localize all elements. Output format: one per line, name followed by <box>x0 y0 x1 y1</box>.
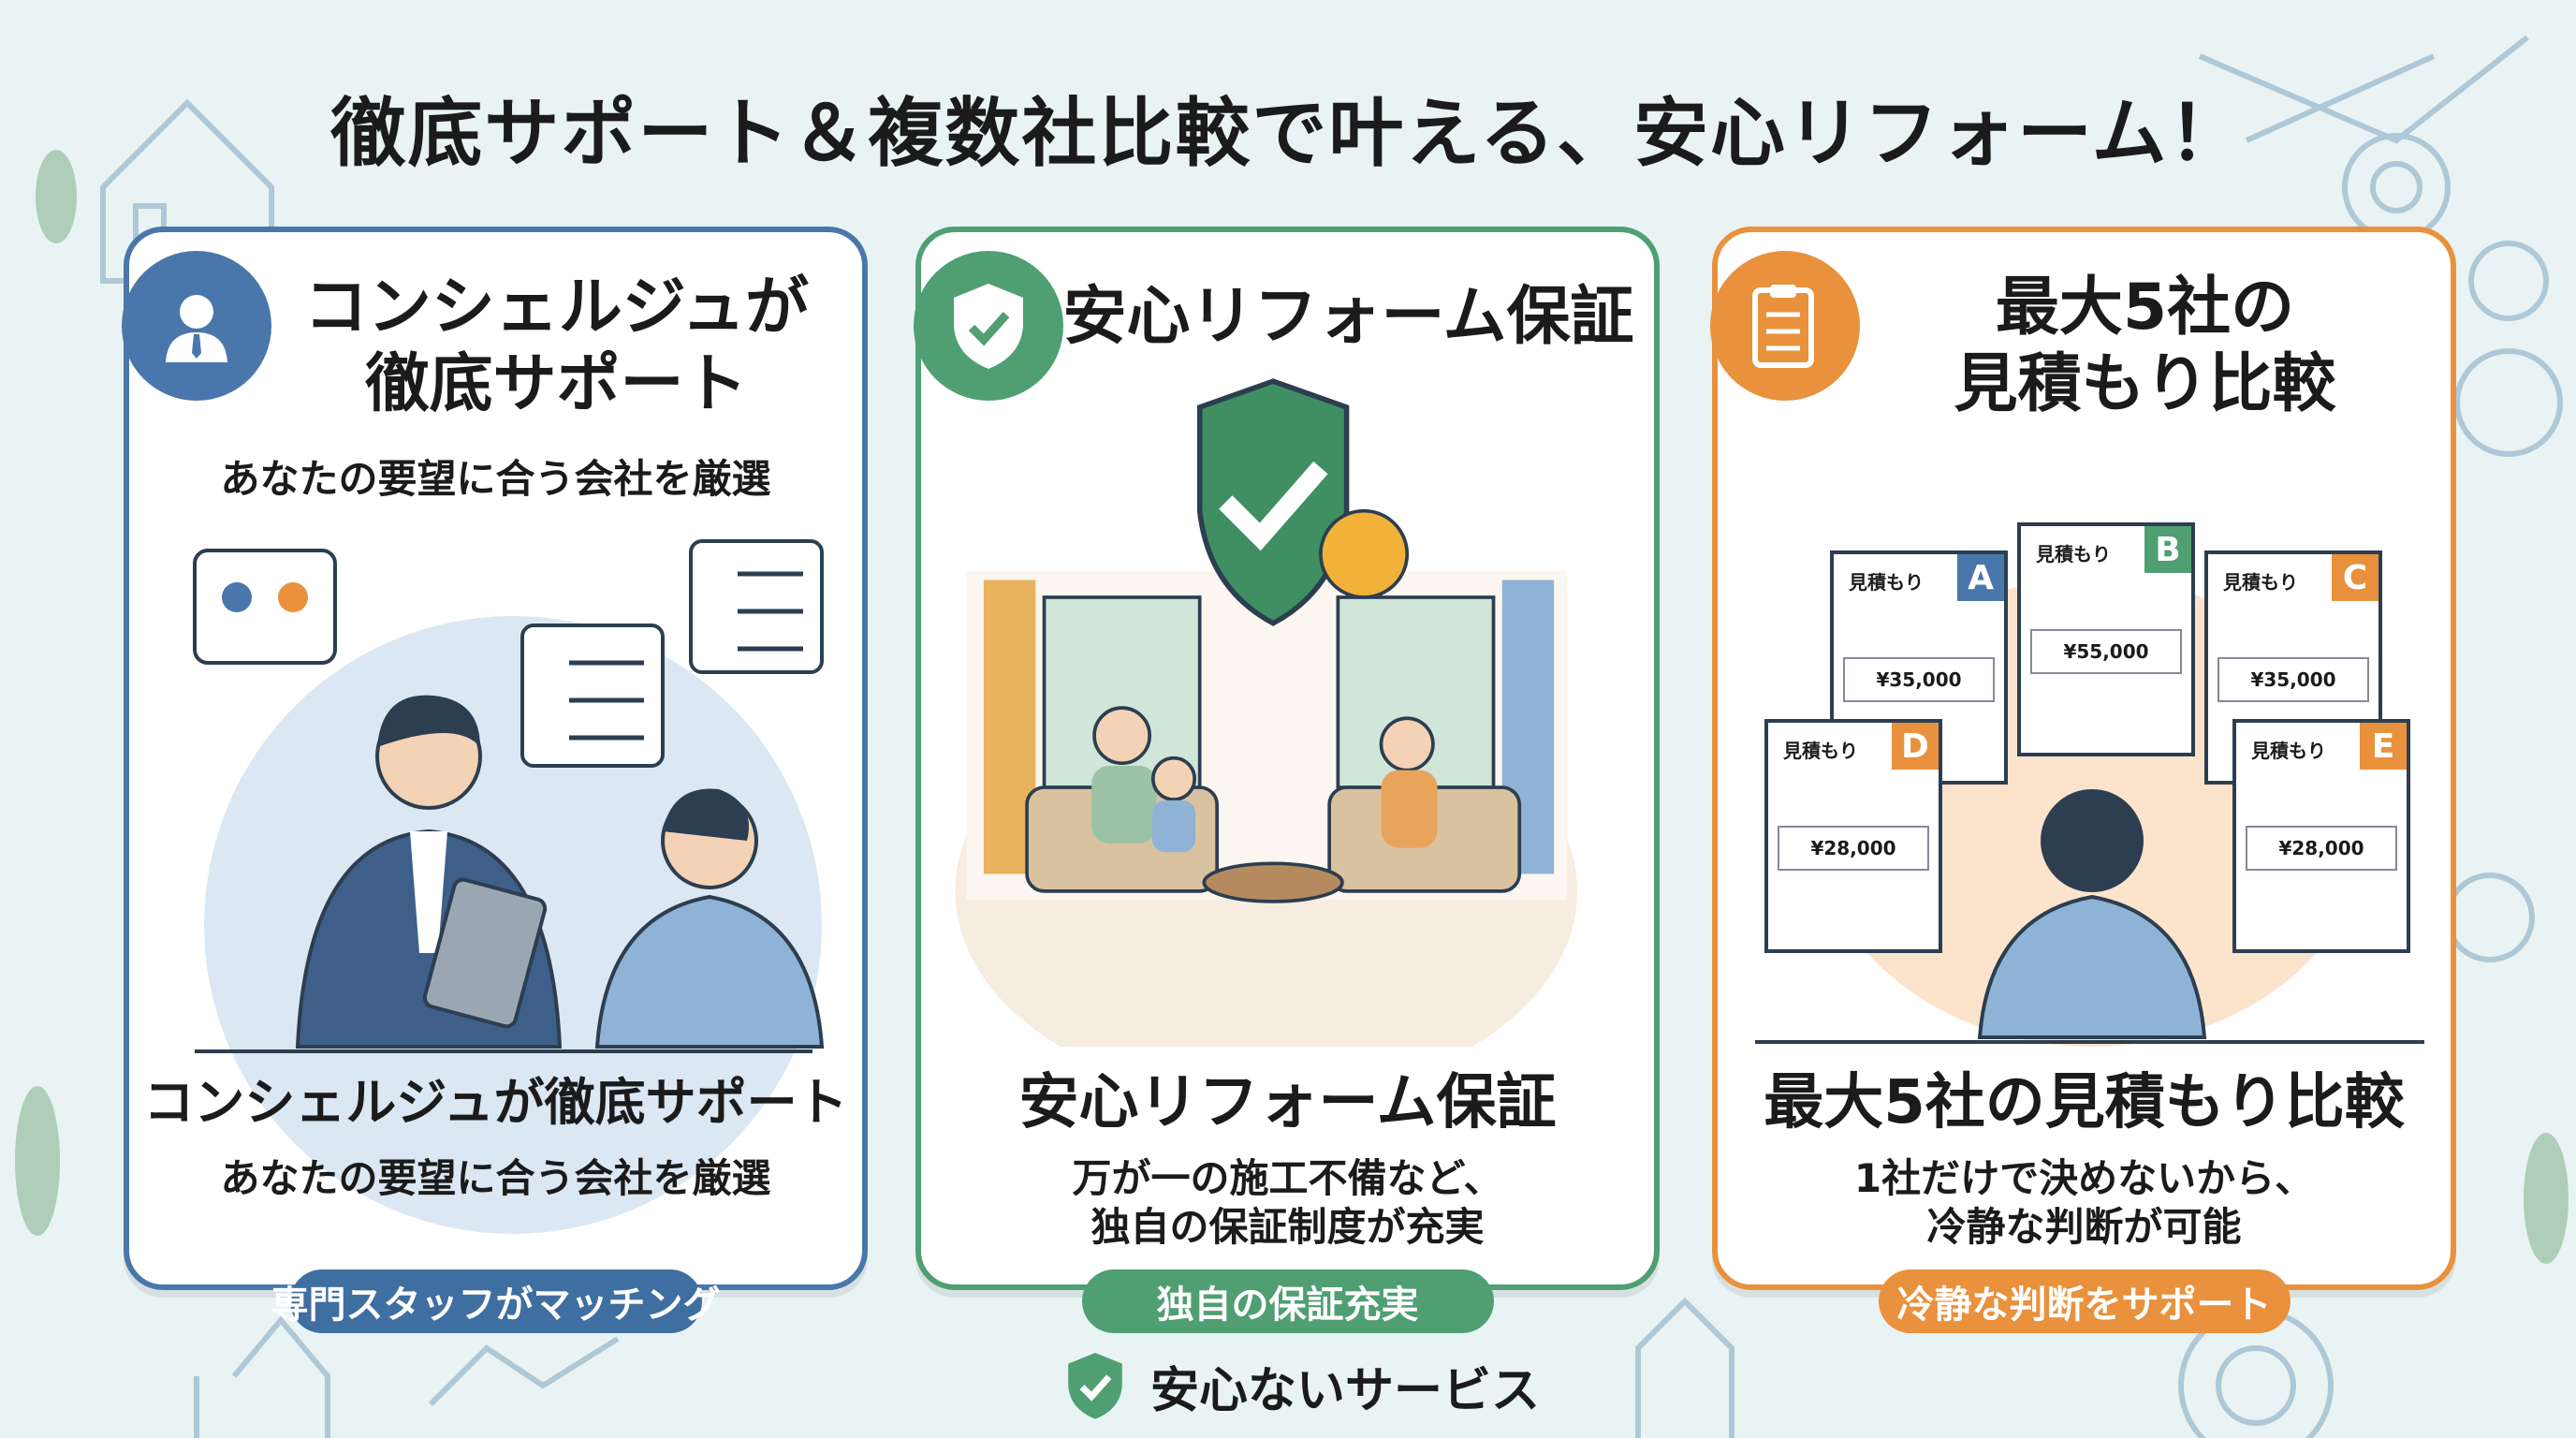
page-title: 徹底サポート＆複数社比較で叶える、安心リフォーム！ <box>330 90 2246 177</box>
footer: 安心ないサービス <box>1062 1348 1540 1423</box>
comparison-badge: 冷静な判断をサポート <box>1878 1269 2291 1333</box>
concierge-illustration <box>193 539 825 1234</box>
estimate-label: 見積もり <box>1849 571 1924 594</box>
person-viewing-illustration <box>1755 789 2424 1044</box>
card-header-subtitle: あなたの要望に合う会社を厳選 <box>220 456 771 502</box>
card-header-title: 最大5社の 見積もり比較 <box>1858 270 2432 423</box>
header-line: 見積もり比較 <box>1954 347 2336 421</box>
estimate-label: 見積もり <box>2036 543 2111 565</box>
estimate-price: ¥28,000 <box>2246 826 2397 871</box>
description-line: 万が一の施工不備など、 <box>1072 1155 1503 1201</box>
card-title: 最大5社の見積もり比較 <box>1764 1068 2405 1137</box>
warranty-card: 安心リフォーム保証 安心リフォーム保証 万が一の施工不備など、 独自の保証制度が… <box>914 227 1660 1333</box>
card-title: コンシェルジュが徹底サポート <box>143 1073 848 1132</box>
estimate-letter: E <box>2360 723 2407 770</box>
card-description: 万が一の施工不備など、 独自の保証制度が充実 <box>921 1154 1654 1252</box>
living-room-illustration <box>955 378 1577 1047</box>
concierge-card: コンシェルジュが徹底サポート あなたの要望に合う会社を厳選 コンシェルジュが徹底… <box>122 227 868 1333</box>
card-title: 安心リフォーム保証 <box>1018 1068 1557 1137</box>
shield-check-icon <box>1068 1353 1122 1419</box>
estimate-price: ¥28,000 <box>1778 826 1929 871</box>
estimate-letter: B <box>2144 526 2191 573</box>
description-line: 独自の保証制度が充実 <box>1090 1204 1485 1250</box>
estimate-price: ¥35,000 <box>2217 657 2369 702</box>
estimate-price: ¥55,000 <box>2030 629 2182 674</box>
estimate-comparison-illustration: A 見積もり ¥35,000 B 見積もり ¥55,000 C 見積もり ¥35,000 D… <box>1746 522 2424 1047</box>
card-description: 1社だけで決めないから、 冷静な判断が可能 <box>1718 1154 2451 1252</box>
estimate-price: ¥35,000 <box>1843 657 1995 702</box>
concierge-person-icon <box>122 251 271 401</box>
footer-label: 安心ないサービス <box>1150 1362 1541 1419</box>
estimate-doc-b: B 見積もり ¥55,000 <box>2017 522 2195 756</box>
card-header-title: 安心リフォーム保証 <box>1062 280 1634 354</box>
estimate-letter: D <box>1892 723 1939 770</box>
estimate-comparison-card: 最大5社の 見積もり比較 A 見積もり ¥35,000 B 見積もり ¥55,000 C… <box>1710 227 2456 1333</box>
header-line: 最大5社の <box>1995 271 2295 345</box>
warranty-badge: 独自の保証充実 <box>1081 1269 1494 1333</box>
estimate-letter: A <box>1957 554 2004 601</box>
estimate-label: 見積もり <box>1783 740 1858 762</box>
description-line: 1社だけで決めないから、 <box>1853 1155 2315 1201</box>
estimate-label: 見積もり <box>2223 571 2298 594</box>
concierge-badge: 専門スタッフがマッチング <box>271 1269 721 1333</box>
card-header-title: コンシェルジュが徹底サポート <box>303 271 810 421</box>
shield-check-icon <box>914 251 1063 401</box>
estimate-doc-d: D 見積もり ¥28,000 <box>1764 719 1942 953</box>
clipboard-checklist-icon <box>1710 251 1860 401</box>
description-line: 冷静な判断が可能 <box>1926 1204 2242 1250</box>
estimate-doc-e: E 見積もり ¥28,000 <box>2232 719 2410 953</box>
estimate-label: 見積もり <box>2251 740 2326 762</box>
estimate-letter: C <box>2332 554 2378 601</box>
card-description: あなたの要望に合う会社を厳選 <box>220 1155 771 1201</box>
